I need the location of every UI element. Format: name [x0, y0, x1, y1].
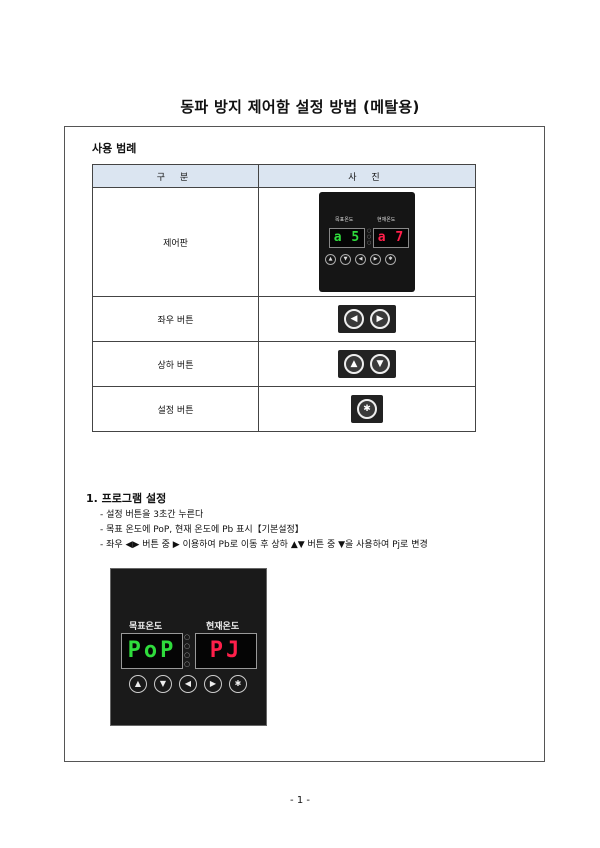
row-label: 좌우 버튼 — [92, 296, 259, 342]
set-icon: ✱ — [385, 254, 396, 265]
up-icon: ▲ — [325, 254, 336, 265]
current-temp-display: a 7 — [373, 228, 409, 248]
row-label: 설정 버튼 — [92, 386, 259, 432]
right-icon: ▶ — [204, 675, 222, 693]
col-category-header: 구 분 — [92, 164, 259, 188]
row-photo: ▲ ▼ — [258, 341, 476, 387]
table-row: 좌우 버튼 ◀ ▶ — [92, 296, 476, 342]
down-icon: ▼ — [154, 675, 172, 693]
left-icon: ◀ — [179, 675, 197, 693]
right-icon: ▶ — [370, 254, 381, 265]
program-setting-heading: 1. 프로그램 설정 — [86, 492, 167, 505]
row-label: 제어판 — [92, 187, 259, 297]
list-item: - 설정 버튼을 3초간 누른다 — [100, 510, 204, 520]
left-icon: ◀ — [355, 254, 366, 265]
current-temp-label: 현재온도 — [377, 217, 396, 223]
program-steps: - 설정 버튼을 3초간 누른다 - 목표 온도에 PoP, 현재 온도에 Pb… — [100, 508, 428, 553]
target-temp-display: a 5 — [329, 228, 365, 248]
right-arrow-icon: ▶ — [370, 309, 390, 329]
panel-buttons: ▲ ▼ ◀ ▶ ✱ — [129, 675, 254, 693]
document-title: 동파 방지 제어함 설정 방법 (메탈용) — [180, 98, 420, 116]
table-row: 상하 버튼 ▲ ▼ — [92, 341, 476, 387]
col-photo-header: 사 진 — [258, 164, 476, 188]
target-temp-label: 목표온도 — [335, 217, 354, 223]
target-temp-display: PoP — [121, 633, 183, 669]
usage-heading: 사용 범례 — [92, 142, 137, 155]
current-temp-label: 현재온도 — [206, 622, 240, 632]
control-panel-large-photo: 목표온도 현재온도 PoP ○○○○ PJ ▲ ▼ ◀ ▶ ✱ — [110, 568, 267, 726]
row-photo: ✱ — [258, 386, 476, 432]
down-icon: ▼ — [340, 254, 351, 265]
row-label: 상하 버튼 — [92, 341, 259, 387]
table-row: 설정 버튼 ✱ — [92, 386, 476, 432]
indicator-dots: ○○○ — [367, 228, 372, 246]
list-item: - 좌우 ◀▶ 버튼 중 ▶ 이용하여 Pb로 이동 후 상하 ▲▼ 버튼 중 … — [100, 540, 428, 550]
down-arrow-icon: ▼ — [370, 354, 390, 374]
page-number: - 1 - — [290, 795, 310, 806]
up-down-buttons-photo: ▲ ▼ — [338, 350, 396, 378]
left-right-buttons-photo: ◀ ▶ — [338, 305, 396, 333]
panel-buttons: ▲ ▼ ◀ ▶ ✱ — [325, 254, 400, 265]
list-item: - 목표 온도에 PoP, 현재 온도에 Pb 표시【기본설정】 — [100, 525, 304, 535]
asterisk-icon: ✱ — [357, 399, 377, 419]
content-frame — [64, 126, 545, 762]
row-photo: 목표온도 현재온도 a 5 ○○○ a 7 ▲ ▼ ◀ ▶ ✱ — [258, 187, 476, 297]
current-temp-display: PJ — [195, 633, 257, 669]
up-icon: ▲ — [129, 675, 147, 693]
set-icon: ✱ — [229, 675, 247, 693]
table-row: 제어판 목표온도 현재온도 a 5 ○○○ a 7 ▲ ▼ ◀ ▶ ✱ — [92, 187, 476, 297]
row-photo: ◀ ▶ — [258, 296, 476, 342]
set-button-photo: ✱ — [351, 395, 383, 423]
target-temp-label: 목표온도 — [129, 622, 163, 632]
up-arrow-icon: ▲ — [344, 354, 364, 374]
left-arrow-icon: ◀ — [344, 309, 364, 329]
control-panel-photo: 목표온도 현재온도 a 5 ○○○ a 7 ▲ ▼ ◀ ▶ ✱ — [319, 192, 415, 292]
indicator-dots: ○○○○ — [184, 633, 191, 668]
usage-table: 구 분 사 진 제어판 목표온도 현재온도 a 5 ○○○ a 7 ▲▼◀▶✱ … — [92, 164, 476, 432]
